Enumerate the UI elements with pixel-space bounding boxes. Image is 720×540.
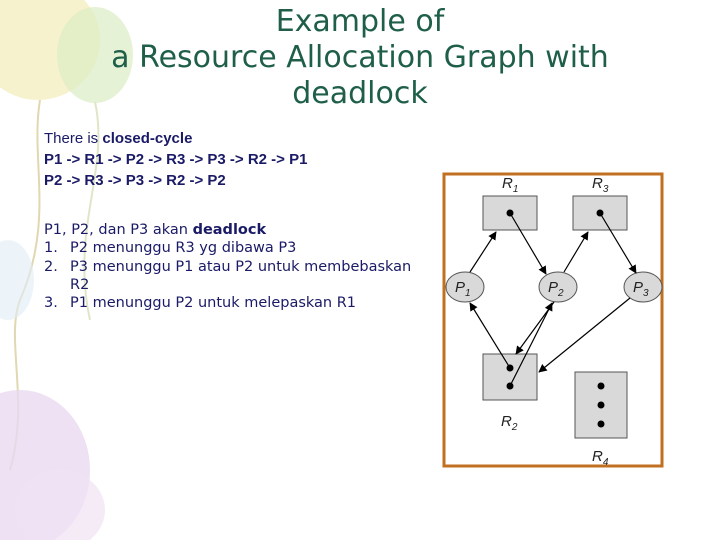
edge-r3-assigned-p3 [599, 212, 637, 274]
process-p2-node [538, 271, 578, 303]
title-line-3: deadlock [292, 76, 428, 111]
cycle-intro-bold: closed-cycle [102, 130, 193, 147]
note-number: 3. [44, 295, 58, 312]
edge-p1-requests-r1 [469, 231, 497, 273]
deadlock-notes: P1, P2, dan P3 akan deadlock 1. P2 menung… [44, 221, 424, 312]
label-r1: R1 [502, 175, 518, 195]
edge-r2-assigned-p2 [509, 302, 553, 387]
process-p3-node [623, 271, 663, 303]
note-text: P3 menunggu P1 atau P2 untuk membebaskan… [70, 258, 412, 293]
notes-intro-prefix: P1, P2, dan P3 akan [44, 222, 193, 238]
resource-r2-box [482, 353, 538, 401]
cycle-description: There is closed-cycle P1 -> R1 -> P2 -> … [44, 128, 307, 191]
slide-title: Example of a Resource Allocation Graph w… [60, 4, 660, 112]
edge-p3-requests-r2 [538, 297, 631, 373]
balloon-string [83, 101, 100, 321]
cycle-intro-prefix: There is [44, 130, 103, 147]
resource-r4-instance [597, 382, 605, 390]
balloon-blue [0, 240, 34, 320]
label-p3: P3 [633, 279, 649, 299]
note-number: 1. [44, 240, 58, 257]
balloon-green [57, 7, 133, 103]
edge-r2-assigned-p1 [469, 302, 511, 369]
resource-r4-instance [597, 420, 605, 428]
process-p1-node [445, 271, 485, 303]
cycle-2: P2 -> R3 -> P3 -> R2 -> P2 [44, 172, 226, 189]
note-text: P2 menunggu R3 yg dibawa P3 [70, 240, 297, 257]
note-item: 1. P2 menunggu R3 yg dibawa P3 [44, 239, 424, 257]
cycle-intro: There is closed-cycle [44, 128, 307, 149]
edge-r1-assigned-p2 [509, 212, 547, 275]
notes-intro-bold: deadlock [192, 222, 267, 238]
label-r3: R3 [592, 175, 609, 195]
resource-allocation-graph: R1 R3 R2 R4 P1 P2 P3 [442, 172, 664, 468]
label-r4: R4 [592, 448, 609, 468]
balloon-lilac [15, 470, 105, 540]
title-line-1: Example of [275, 4, 445, 39]
label-p1: P1 [455, 279, 471, 299]
label-r2: R2 [501, 413, 518, 433]
note-number: 2. [44, 258, 58, 275]
note-item: 2. P3 menunggu P1 atau P2 untuk membebask… [44, 258, 424, 295]
notes-intro: P1, P2, dan P3 akan deadlock [44, 221, 424, 239]
edge-p2-requests-r3 [563, 231, 589, 273]
resource-r4-instance [597, 401, 605, 409]
graph-frame [442, 172, 664, 468]
note-item: 3. P1 menunggu P2 untuk melepaskan R1 [44, 294, 424, 312]
label-p2: P2 [548, 279, 564, 299]
cycle-1: P1 -> R1 -> P2 -> R3 -> P3 -> R2 -> P1 [44, 151, 308, 168]
title-line-2: a Resource Allocation Graph with [111, 40, 609, 75]
note-text: P1 menunggu P2 untuk melepaskan R1 [70, 295, 357, 312]
